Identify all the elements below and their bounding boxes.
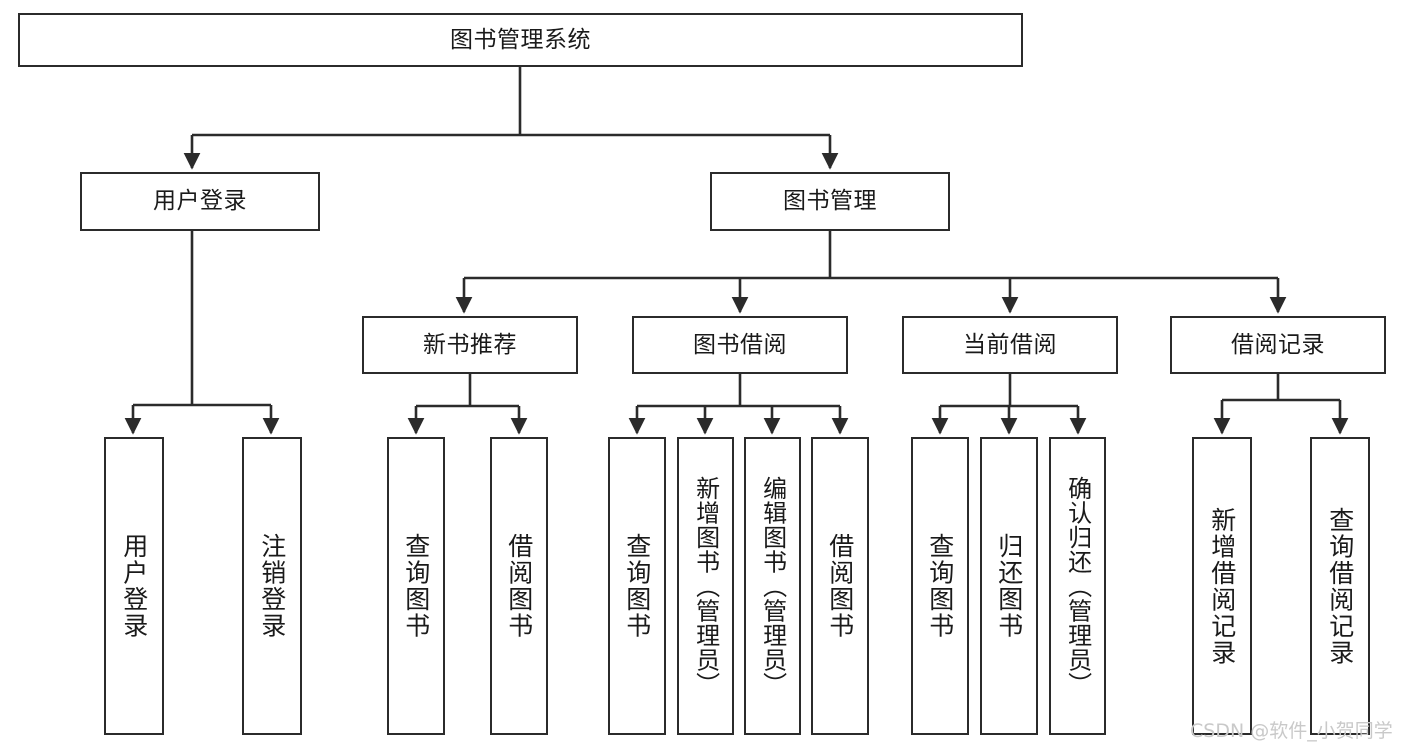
leaf-user-login-label: 用户登录: [119, 533, 149, 639]
leaf-query-book-3-label: 查询图书: [925, 533, 955, 639]
leaf-query-book-2-label: 查询图书: [622, 533, 652, 639]
node-book-borrow[interactable]: 图书借阅: [632, 316, 848, 374]
leaf-borrow-book-1-label: 借阅图书: [504, 533, 534, 639]
leaf-return-book-label: 归还图书: [994, 533, 1024, 639]
node-root-label: 图书管理系统: [450, 26, 591, 53]
leaf-add-book[interactable]: 新增图书（管理员）: [677, 437, 734, 735]
node-book-borrow-label: 图书借阅: [693, 331, 787, 358]
leaf-borrow-book-2[interactable]: 借阅图书: [811, 437, 869, 735]
leaf-add-record[interactable]: 新增借阅记录: [1192, 437, 1252, 735]
node-current-borrow[interactable]: 当前借阅: [902, 316, 1118, 374]
leaf-add-record-label: 新增借阅记录: [1207, 506, 1237, 666]
leaf-query-record[interactable]: 查询借阅记录: [1310, 437, 1370, 735]
leaf-query-book-1[interactable]: 查询图书: [387, 437, 445, 735]
leaf-edit-book[interactable]: 编辑图书（管理员）: [744, 437, 801, 735]
node-book-manage[interactable]: 图书管理: [710, 172, 950, 231]
leaf-query-record-label: 查询借阅记录: [1325, 506, 1355, 666]
leaf-query-book-1-label: 查询图书: [401, 533, 431, 639]
leaf-add-book-label: 新增图书（管理员）: [691, 475, 720, 697]
leaf-logout-label: 注销登录: [257, 533, 287, 639]
leaf-return-book[interactable]: 归还图书: [980, 437, 1038, 735]
node-root[interactable]: 图书管理系统: [18, 13, 1023, 67]
leaf-confirm-return[interactable]: 确认归还（管理员）: [1049, 437, 1106, 735]
leaf-borrow-book-1[interactable]: 借阅图书: [490, 437, 548, 735]
node-borrow-record[interactable]: 借阅记录: [1170, 316, 1386, 374]
node-borrow-record-label: 借阅记录: [1231, 331, 1325, 358]
node-user-login[interactable]: 用户登录: [80, 172, 320, 231]
node-book-manage-label: 图书管理: [783, 188, 877, 215]
node-new-book-recommend[interactable]: 新书推荐: [362, 316, 578, 374]
leaf-user-login[interactable]: 用户登录: [104, 437, 164, 735]
leaf-confirm-return-label: 确认归还（管理员）: [1063, 475, 1092, 697]
leaf-edit-book-label: 编辑图书（管理员）: [758, 475, 787, 697]
leaf-logout[interactable]: 注销登录: [242, 437, 302, 735]
leaf-query-book-2[interactable]: 查询图书: [608, 437, 666, 735]
csdn-watermark: CSDN @软件_小贺同学: [1190, 720, 1393, 742]
node-user-login-label: 用户登录: [153, 188, 247, 215]
leaf-query-book-3[interactable]: 查询图书: [911, 437, 969, 735]
node-current-borrow-label: 当前借阅: [963, 331, 1057, 358]
leaf-borrow-book-2-label: 借阅图书: [825, 533, 855, 639]
node-new-book-recommend-label: 新书推荐: [423, 331, 517, 358]
